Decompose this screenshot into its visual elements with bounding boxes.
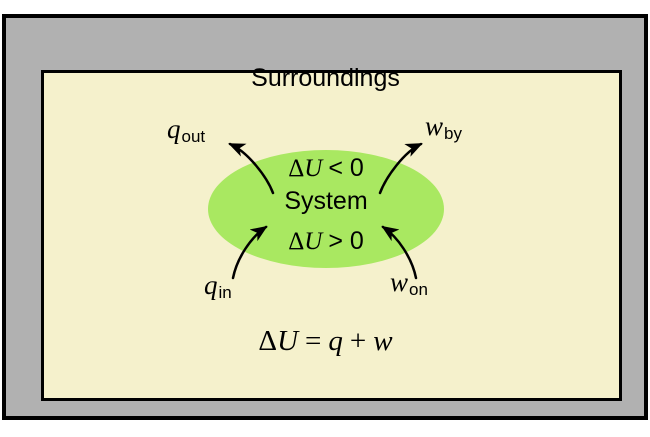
relation-text: > 0 — [328, 227, 364, 255]
work-symbol: w — [390, 267, 409, 297]
w-on-label: won — [390, 267, 428, 299]
delta-u-positive-label: ΔU> 0 — [208, 227, 444, 255]
work-symbol: w — [373, 325, 393, 357]
q-out-subscript: out — [181, 127, 206, 146]
heat-symbol: q — [204, 270, 218, 300]
internal-energy-symbol: U — [304, 228, 323, 255]
q-in-arrow — [231, 225, 268, 280]
q-out-label: qout — [167, 114, 206, 146]
first-law-equation: ΔU=q+w — [35, 327, 616, 356]
surroundings-frame — [2, 14, 648, 420]
work-symbol: w — [425, 111, 444, 141]
delta-symbol: Δ — [288, 228, 305, 255]
heat-symbol: q — [167, 114, 181, 144]
equals-sign: = — [305, 325, 322, 357]
relation-text: < 0 — [328, 154, 364, 182]
delta-u-negative-label: ΔU< 0 — [208, 154, 444, 182]
w-on-subscript: on — [409, 280, 428, 299]
delta-symbol: Δ — [258, 325, 278, 357]
system-label: System — [284, 187, 368, 215]
heat-symbol: q — [328, 325, 343, 357]
plus-sign: + — [349, 325, 367, 357]
surroundings-label: Surroundings — [251, 64, 400, 92]
q-in-label: qin — [204, 270, 232, 302]
w-on-arrow — [381, 225, 418, 280]
delta-symbol: Δ — [288, 155, 305, 182]
w-by-arrow — [378, 142, 423, 195]
q-out-arrow — [228, 142, 275, 195]
internal-energy-symbol: U — [277, 325, 299, 357]
w-by-subscript: by — [444, 124, 462, 143]
w-by-label: wby — [425, 111, 462, 143]
internal-energy-symbol: U — [304, 155, 323, 182]
q-in-subscript: in — [218, 283, 232, 302]
